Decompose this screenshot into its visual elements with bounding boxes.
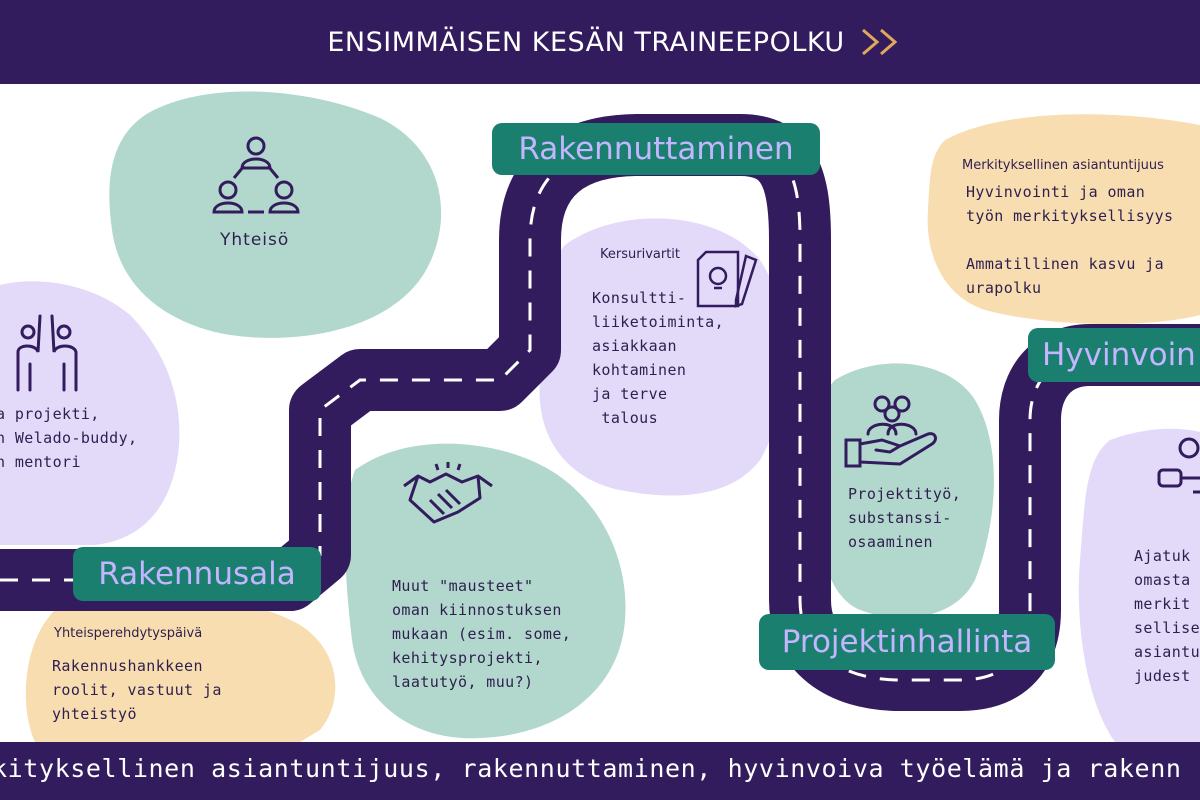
- projektityo-blob: [817, 363, 994, 618]
- community-icon: [212, 136, 300, 214]
- mausteet-blob: [345, 443, 626, 739]
- double-chevron-right-icon: [861, 28, 897, 56]
- yhteiso-blob: [109, 91, 442, 338]
- mentors-blob: [0, 281, 180, 545]
- stage-rakennuttaminen-label: Rakennuttaminen: [518, 131, 794, 167]
- yhteiso-label: Yhteisö: [220, 230, 290, 250]
- footer-text: kityksellinen asiantuntijuus, rakennutta…: [0, 754, 1182, 783]
- mentors-text: a projekti, n Welado-buddy, n mentori: [0, 405, 138, 471]
- ajatuk-blob: [1078, 428, 1200, 742]
- stage-hyvinvointi-label: Hyvinvoin: [1042, 337, 1196, 373]
- stage-rakennuttaminen: Rakennuttaminen: [492, 123, 820, 175]
- footer-bar: kityksellinen asiantuntijuus, rakennutta…: [0, 742, 1200, 800]
- projektityo-text: Projektityö, substanssi- osaaminen: [848, 485, 962, 551]
- handshake-icon: [403, 462, 493, 524]
- page-title: ENSIMMÄISEN KESÄN TRAINEEPOLKU: [327, 26, 845, 58]
- merkityksellinen-blob: [927, 114, 1200, 325]
- stage-projektinhallinta-label: Projektinhallinta: [781, 624, 1033, 660]
- people-high-five-icon: [16, 314, 78, 392]
- stage-projektinhallinta: Projektinhallinta: [759, 614, 1055, 670]
- stage-rakennusala: Rakennusala: [73, 547, 321, 601]
- idea-document-icon: [696, 250, 758, 308]
- kersurivartit-blob: [539, 218, 785, 496]
- team-in-hand-icon: [844, 395, 937, 468]
- merkityksellinen-heading: Merkityksellinen asiantuntijuus: [962, 158, 1164, 173]
- perehdytys-blob: [25, 593, 336, 742]
- ajatuk-text: Ajatuk omasta merkit sellise asiantu jud…: [1134, 547, 1200, 685]
- merkityksellinen-text: Hyvinvointi ja oman työn merkityksellisy…: [966, 183, 1174, 297]
- kersurivartit-text: Konsultti- liiketoiminta, asiakkaan koht…: [592, 289, 725, 427]
- header-bar: ENSIMMÄISEN KESÄN TRAINEEPOLKU: [0, 0, 1200, 84]
- stage-hyvinvointi: Hyvinvoin: [1028, 328, 1200, 382]
- mausteet-text: Muut "mausteet" oman kiinnostuksen mukaa…: [392, 577, 572, 691]
- kersurivartit-heading: Kersurivartit: [600, 247, 680, 262]
- perehdytys-text: Rakennushankkeen roolit, vastuut ja yhte…: [52, 657, 222, 723]
- perehdytys-heading: Yhteisperehdytyspäivä: [54, 626, 203, 641]
- idea-person-icon: [1157, 437, 1200, 494]
- stage-rakennusala-label: Rakennusala: [98, 556, 296, 592]
